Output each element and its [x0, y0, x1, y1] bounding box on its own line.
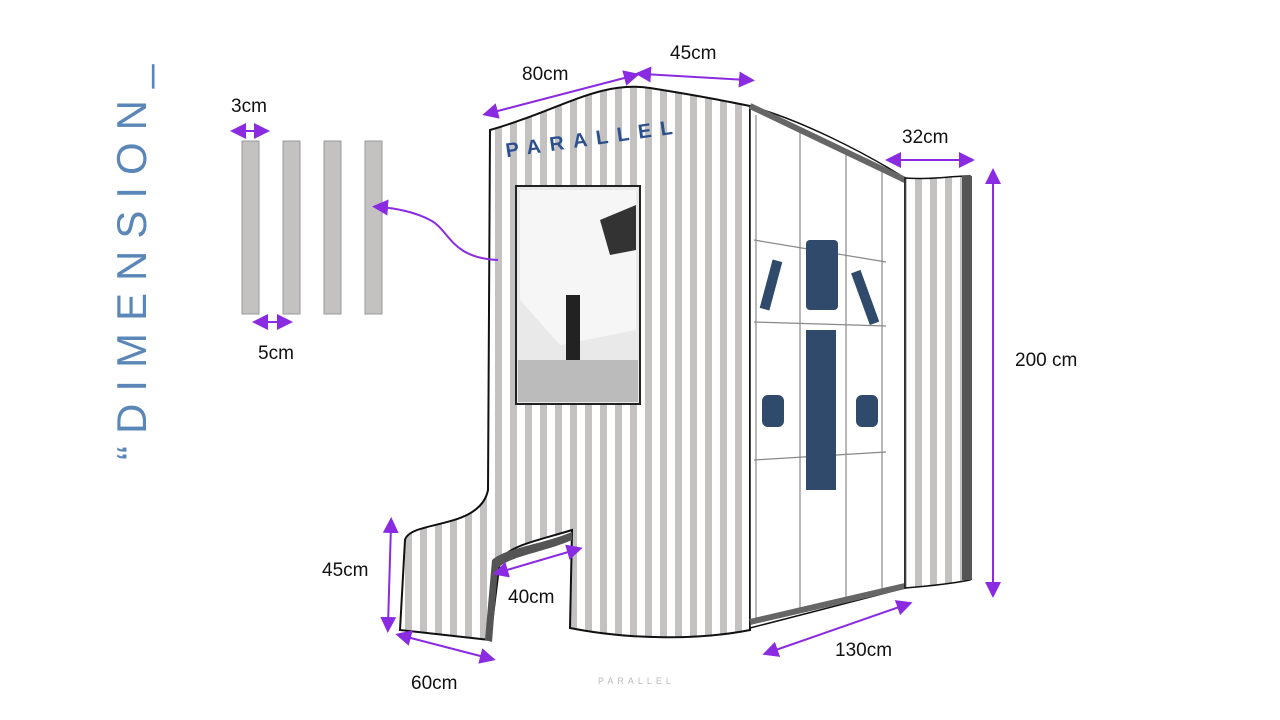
label-height: 200 cm [1015, 350, 1078, 371]
top-rail [748, 103, 907, 183]
dimension-arrows [230, 66, 1001, 664]
right-wall [904, 175, 971, 589]
label-top-left-wall: 80cm [522, 64, 569, 85]
label-seat-depth: 40cm [508, 587, 555, 608]
label-top-mid-wall: 45cm [670, 43, 717, 64]
slat-sample [241, 140, 383, 315]
merchandise [759, 240, 880, 490]
label-seat-width: 60cm [411, 673, 458, 694]
label-seat-height: 45cm [322, 560, 369, 581]
label-slat-width: 3cm [231, 96, 267, 117]
slide-title: “DIMENSION_ [108, 52, 155, 460]
poster-photo [515, 185, 641, 405]
label-top-right-wall: 32cm [902, 127, 949, 148]
label-slat-gap: 5cm [258, 343, 294, 364]
footer-logo: PARALLEL [598, 676, 675, 686]
label-bottom-right: 130cm [835, 640, 893, 661]
right-wall-edge [962, 176, 972, 580]
